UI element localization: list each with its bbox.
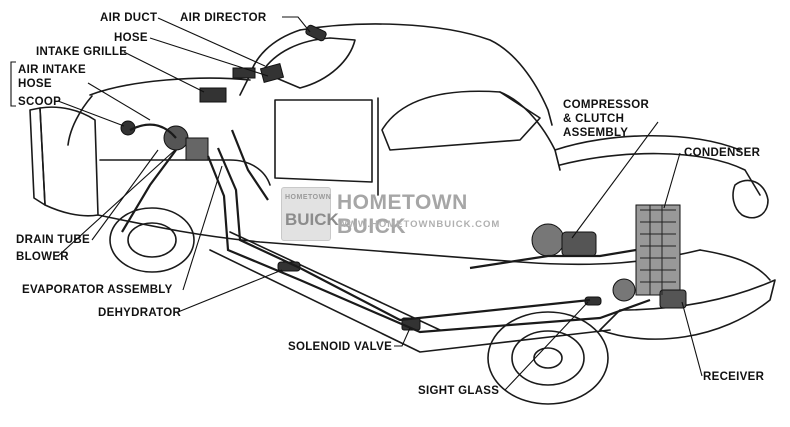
- receiver-part: [612, 278, 636, 302]
- leader-air-director: [282, 16, 311, 33]
- label-hose: HOSE: [114, 32, 148, 44]
- label-condenser: CONDENSER: [684, 147, 761, 159]
- intake-grille-part: [199, 87, 227, 103]
- rear-deck: [89, 77, 251, 96]
- label-receiver: RECEIVER: [703, 371, 765, 383]
- windshield: [499, 91, 561, 171]
- rear-window: [261, 37, 356, 89]
- leader-air-intake-hose: [87, 82, 151, 121]
- label-compressor-line3: ASSEMBLY: [563, 127, 629, 139]
- hood: [559, 152, 761, 196]
- liquid-line: [469, 248, 637, 270]
- watermark-badge-main: BUICK: [285, 210, 339, 229]
- label-scoop: SCOOP: [18, 96, 62, 108]
- label-blower: BLOWER: [16, 251, 69, 263]
- leader-scoop: [57, 100, 125, 127]
- leader-sight-glass: [504, 301, 589, 391]
- leader-air-duct: [157, 17, 266, 67]
- leader-solenoid: [394, 327, 411, 347]
- tail-fin: [39, 106, 99, 217]
- label-intake-grille: INTAKE GRILLE: [36, 46, 128, 58]
- label-solenoid-valve: SOLENOID VALVE: [288, 341, 393, 353]
- watermark-badge: HOMETOWN BUICK: [281, 187, 339, 241]
- condenser-part: [635, 204, 681, 296]
- label-compressor-line2: & CLUTCH: [563, 113, 625, 125]
- leader-hose: [149, 37, 269, 77]
- compressor-part: [531, 223, 565, 257]
- label-air-director: AIR DIRECTOR: [180, 12, 267, 24]
- watermark-url: WWW.HOMETOWNBUICK.COM: [338, 219, 501, 230]
- car-roof: [299, 23, 553, 126]
- evaporator-part: [185, 137, 209, 161]
- leader-blower: [57, 149, 176, 257]
- refrigerant-line-1: [216, 147, 591, 322]
- label-air-intake: AIR INTAKE: [18, 64, 86, 76]
- rear-wheel: [109, 207, 195, 273]
- headlight: [732, 179, 769, 219]
- leader-receiver: [681, 301, 703, 377]
- label-dehydrator: DEHYDRATOR: [98, 307, 182, 319]
- front-wheel: [487, 311, 609, 405]
- floor-pan: [209, 249, 611, 353]
- label-drain-tube: DRAIN TUBE: [16, 234, 90, 246]
- watermark: HOMETOWN BUICK HOMETOWN BUICK WWW.HOMETO…: [281, 187, 509, 241]
- label-sight-glass: SIGHT GLASS: [418, 385, 500, 397]
- watermark-title: HOMETOWN BUICK: [337, 191, 468, 238]
- refrigerant-line-3: [230, 129, 269, 201]
- side-window-rear: [274, 99, 373, 183]
- refrigerant-line-2: [206, 155, 651, 334]
- label-evaporator-assembly: EVAPORATOR ASSEMBLY: [22, 284, 173, 296]
- label-air-duct: AIR DUCT: [100, 12, 158, 24]
- bracket-air-intake: [10, 61, 16, 107]
- label-compressor-line1: COMPRESSOR: [563, 99, 650, 111]
- air-duct-part: [259, 63, 285, 83]
- leader-evaporator: [182, 165, 223, 291]
- leader-compressor: [571, 121, 659, 239]
- leader-intake-grille: [123, 51, 205, 93]
- label-air-intake-hose: HOSE: [18, 78, 52, 90]
- leader-condenser: [663, 152, 681, 209]
- side-window-front: [381, 90, 541, 151]
- leader-dehydrator: [177, 269, 283, 313]
- watermark-badge-top: HOMETOWN: [285, 194, 332, 201]
